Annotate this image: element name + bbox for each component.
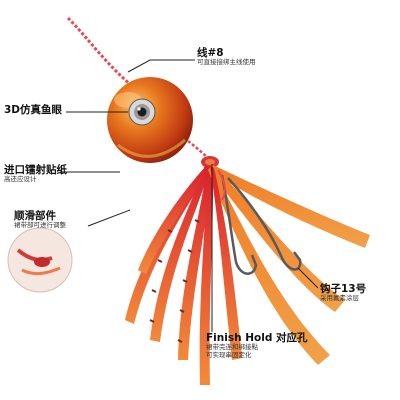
hook-desc: 采用氟素涂层 — [320, 294, 359, 303]
hook-icon — [217, 169, 302, 275]
slide-detail-inset — [7, 227, 73, 293]
callout-slide: 顺滑部件 裙带部可进行调整 — [14, 210, 66, 230]
sticker-title: 进口镭射贴纸 — [4, 164, 67, 176]
fish-eye-icon — [128, 98, 156, 126]
callout-finish: Finish Hold 对应孔 裙带完连和绑接點 可实现串固定化 — [206, 332, 308, 359]
sticker-desc: 高还应设计 — [4, 175, 37, 184]
line-desc: 可直接接绑主线使用 — [197, 58, 256, 67]
finish-desc-2: 可实现串固定化 — [206, 350, 252, 359]
callout-sticker: 进口镭射贴纸 高还应设计 — [4, 164, 67, 184]
finish-desc-1: 裙带完连和绑接點 — [206, 343, 258, 352]
annotation-lines — [60, 59, 319, 332]
callout-line: 线#8 可直接接绑主线使用 — [197, 47, 256, 67]
hook-title: 钩子13号 — [320, 283, 367, 295]
eye-title: 3D仿真鱼眼 — [4, 104, 63, 116]
line-title: 线#8 — [197, 47, 224, 59]
slide-desc: 裙带部可进行调整 — [14, 221, 66, 230]
jig-head — [107, 77, 193, 163]
slide-title: 顺滑部件 — [14, 210, 56, 222]
slide-part — [201, 156, 219, 168]
callout-eye: 3D仿真鱼眼 — [4, 104, 62, 116]
finish-title: Finish Hold 对应孔 — [206, 332, 308, 344]
callout-hook: 钩子13号 采用氟素涂层 — [320, 283, 366, 303]
skirt-strands — [125, 165, 370, 385]
